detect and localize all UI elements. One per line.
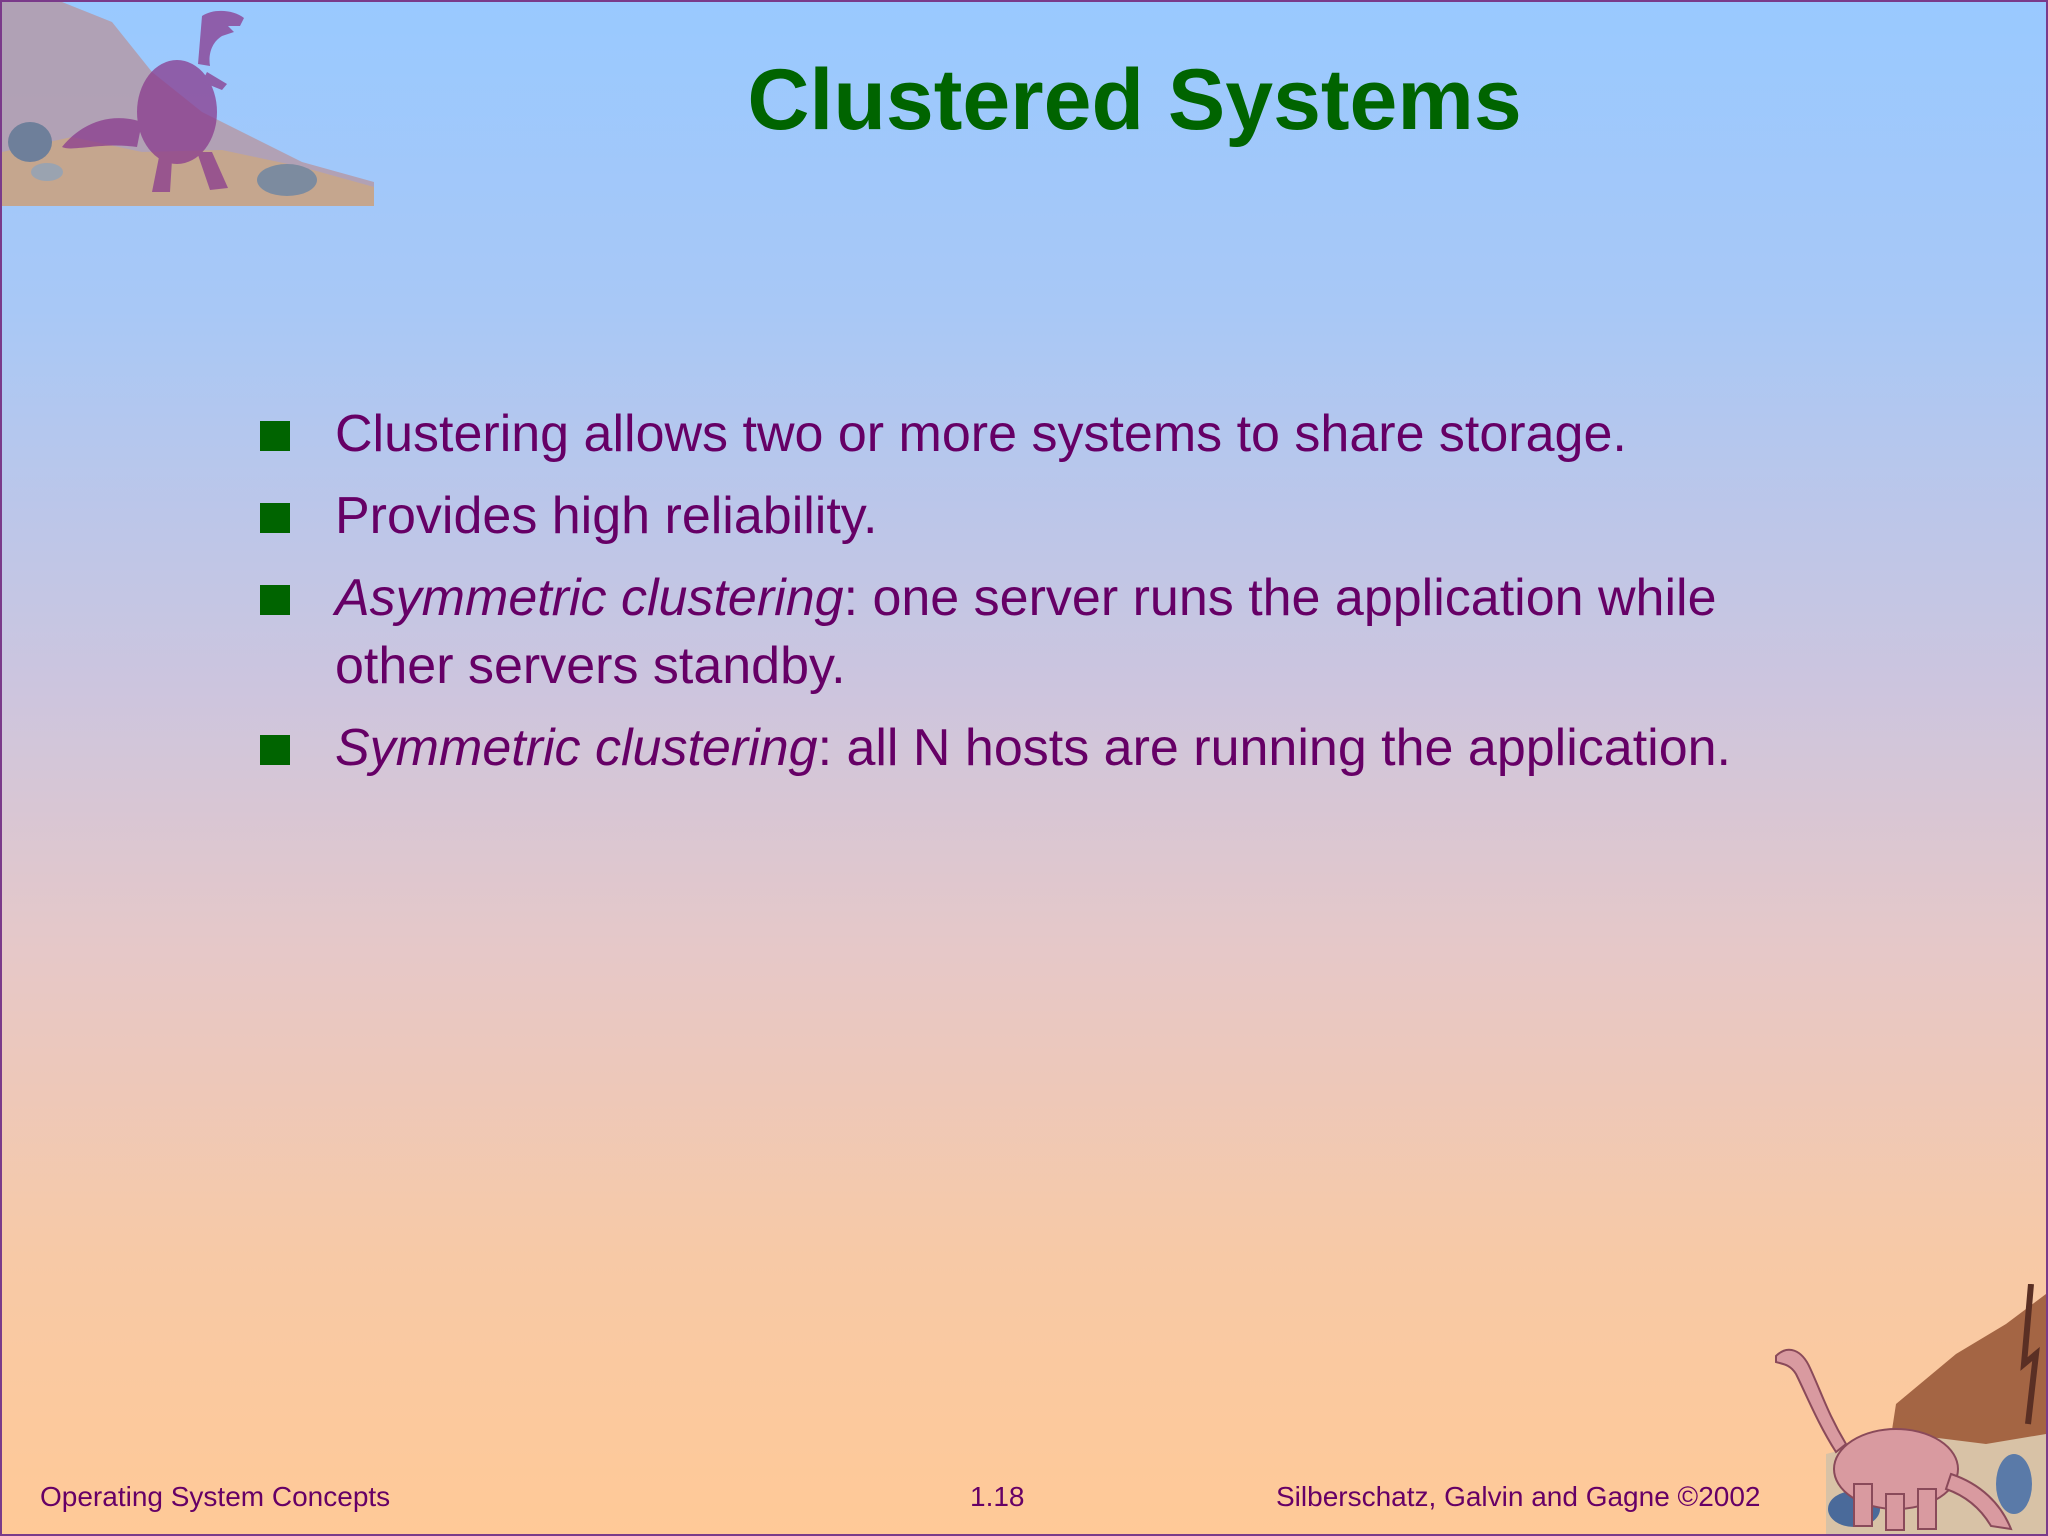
square-bullet-icon [260, 585, 290, 615]
square-bullet-icon [260, 735, 290, 765]
bullet-text: : one server runs the application while … [335, 569, 1717, 695]
bullet-item: Asymmetric clustering: one server runs t… [260, 564, 1780, 700]
bullet-item: Provides high reliability. [260, 482, 1780, 550]
square-bullet-icon [260, 421, 290, 451]
bullet-text: Provides high reliability. [335, 487, 878, 545]
bullet-item: Clustering allows two or more systems to… [260, 400, 1780, 468]
bullet-italic-term: Symmetric clustering [335, 719, 818, 777]
slide-title: Clustered Systems [747, 52, 1522, 148]
bullet-text: Clustering allows two or more systems to… [335, 405, 1627, 463]
trex-dinosaur-icon [2, 2, 374, 206]
bullet-italic-term: Asymmetric clustering [335, 569, 844, 627]
square-bullet-icon [260, 503, 290, 533]
bullet-item: Symmetric clustering: all N hosts are ru… [260, 714, 1780, 782]
footer-copyright: Silberschatz, Galvin and Gagne ©2002 [1276, 1481, 1761, 1512]
footer-page-number: 1.18 [970, 1481, 1025, 1512]
bullet-text: : all N hosts are running the applicatio… [817, 719, 1731, 777]
bullet-list: Clustering allows two or more systems to… [260, 400, 1780, 796]
brontosaurus-dinosaur-icon [1775, 1284, 2046, 1534]
footer-book-title: Operating System Concepts [40, 1481, 391, 1512]
